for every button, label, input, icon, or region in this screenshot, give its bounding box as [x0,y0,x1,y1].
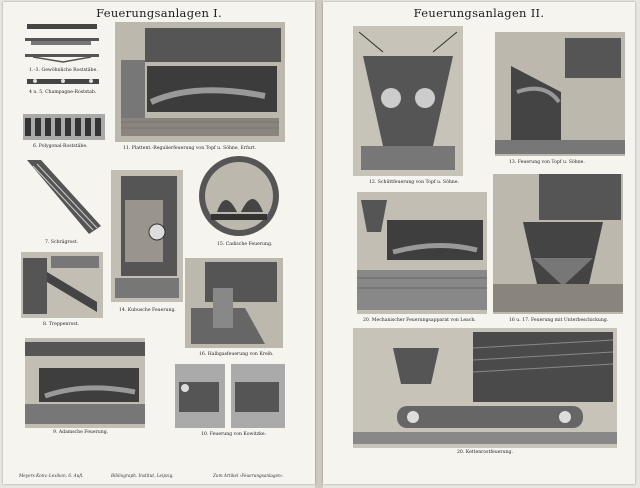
figure-regulator-furnace [115,22,285,142]
footer-publisher: Meyers Konv.-Lexikon, 6. Aufl. [19,473,84,478]
figure-polygonal-bars [23,114,105,140]
figure-half-gas-furnace [185,258,283,348]
caption-fig16: 16. Halbgasfeuerung von Kreih. [199,352,274,357]
caption-fig1: 1.–3. Gewöhnliche Roststäbe. [29,68,98,73]
figure-underfeed-furnace [493,174,623,314]
footer-institute: Bibliograph. Institut, Leipzig. [111,473,174,478]
caption-fig20b: 20. Kettenrostfeuerung. [457,450,513,455]
figure-shaft-furnace [353,26,463,176]
figure-topf-furnace [495,32,625,156]
caption-fig14: 14. Kubusche Feuerung. [119,308,176,313]
caption-fig12: 12. Schüttfeuerung von Topf u. Söhne. [369,180,459,185]
caption-fig20a: 20. Mechanischer Feuerungsapparat von Le… [363,318,476,323]
figure-slanted-grate [23,156,103,238]
caption-fig10: 10. Feuerung von Kowitzke. [201,432,267,437]
caption-fig15: 15. Cadische Feuerung. [217,242,273,247]
caption-fig7: 7. Schrägrost. [45,240,79,245]
caption-fig16-17: 16 u. 17. Feuerung mit Unterbeschickung. [509,318,609,323]
book-gutter [315,0,323,488]
figure-cadische-furnace [197,154,281,238]
figure-leach-apparatus [357,192,487,314]
caption-fig6: 6. Polygonal-Roststäbe. [33,144,88,149]
plate-page-right: Feuerungsanlagen II. 12. Schüttfeuerung … [323,2,635,484]
figure-grate-bars [23,22,103,66]
plate-page-left: Feuerungsanlagen I. 1.–3. Gewöhnliche Ro… [3,2,315,484]
figure-champagne-bar [25,76,103,88]
caption-fig11: 11. Plattent.-Regulierfeuerung von Topf … [123,146,257,151]
figure-adamsche-furnace [25,338,145,428]
footer-article: Zum Artikel ›Feuerungsanlagen‹. [213,473,284,478]
figure-chain-grate [353,328,617,448]
page-title-left: Feuerungsanlagen I. [96,6,222,20]
caption-fig13: 13. Feuerung von Topf u. Söhne. [509,160,585,165]
caption-fig9: 9. Adamsche Feuerung. [53,430,109,435]
figure-kubusche-furnace [111,170,183,302]
page-title-right: Feuerungsanlagen II. [413,6,545,20]
figure-step-grate [21,252,103,318]
caption-fig8: 8. Treppenrost. [43,322,80,327]
figure-kowitzke-furnace [175,364,285,428]
caption-fig4: 4 u. 5. Champagne-Roststab. [29,90,97,95]
